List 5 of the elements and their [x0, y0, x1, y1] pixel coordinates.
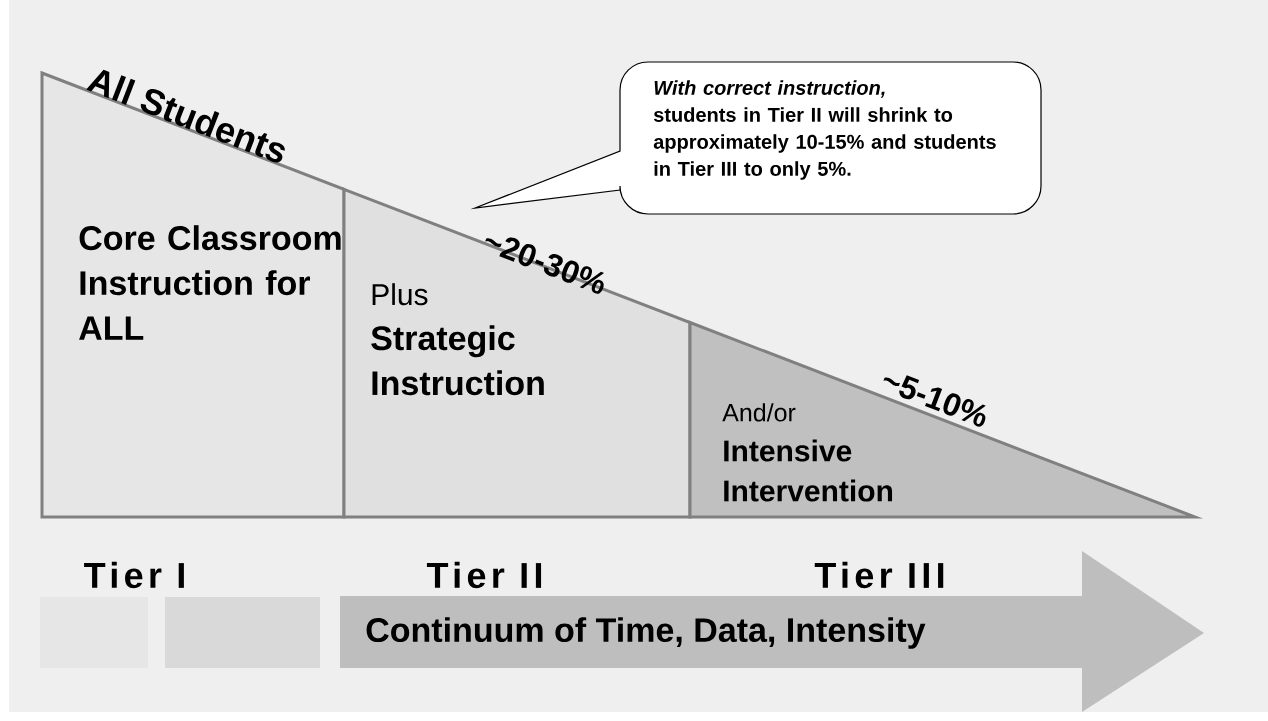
tier-label: Tier III — [814, 561, 944, 589]
speech-bubble: With correct instruction, students in Tier II will shrink to approximately 10-15% and students in Tier III to only 5%. — [474, 61, 1042, 215]
tier-label: Tier II — [426, 561, 542, 589]
tier-label: Tier I — [84, 561, 184, 589]
percentage-label: ~5-10% — [883, 375, 986, 427]
